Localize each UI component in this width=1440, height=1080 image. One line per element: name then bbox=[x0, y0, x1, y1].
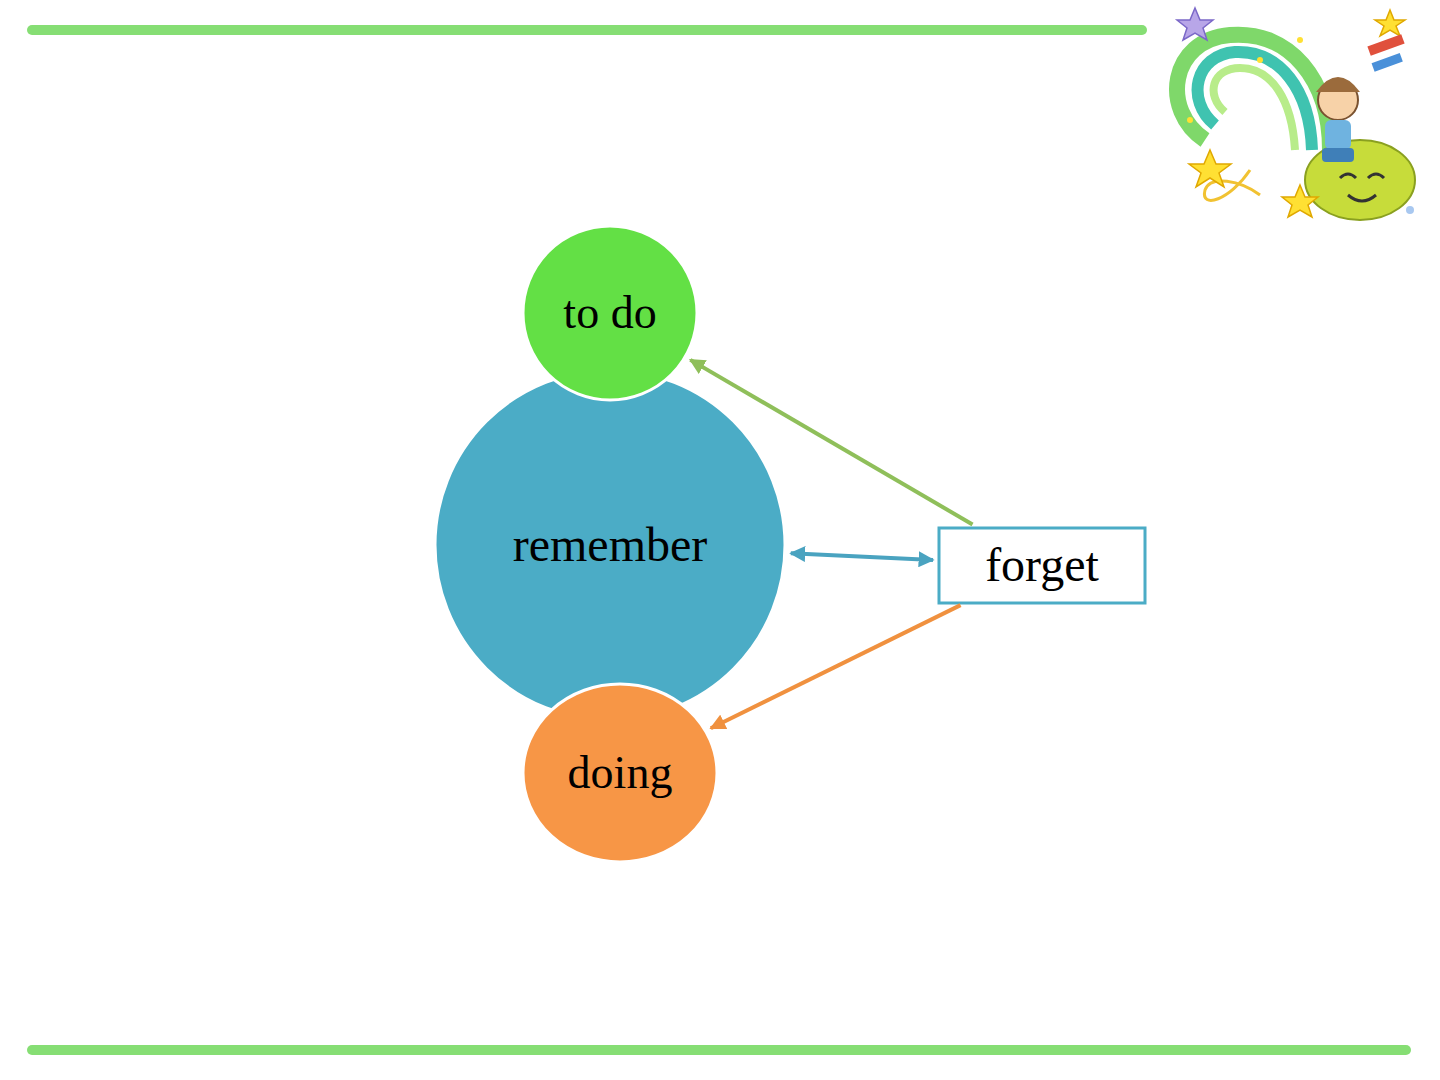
node-label: remember bbox=[513, 519, 708, 572]
corner-illustration bbox=[1177, 8, 1415, 220]
bottom-bar bbox=[32, 1045, 1406, 1055]
node-label: doing bbox=[568, 748, 673, 799]
orange-circle: doing bbox=[523, 684, 717, 862]
main-circle: remember bbox=[435, 370, 785, 720]
arrow-connector bbox=[690, 360, 972, 525]
arrow-connector bbox=[711, 605, 961, 728]
node-label: forget bbox=[985, 539, 1099, 592]
green-circle: to do bbox=[523, 226, 697, 400]
top-bar bbox=[32, 25, 1142, 35]
node-label: to do bbox=[563, 288, 656, 339]
process-box: forget bbox=[939, 528, 1145, 603]
arrow-connector bbox=[791, 553, 933, 560]
